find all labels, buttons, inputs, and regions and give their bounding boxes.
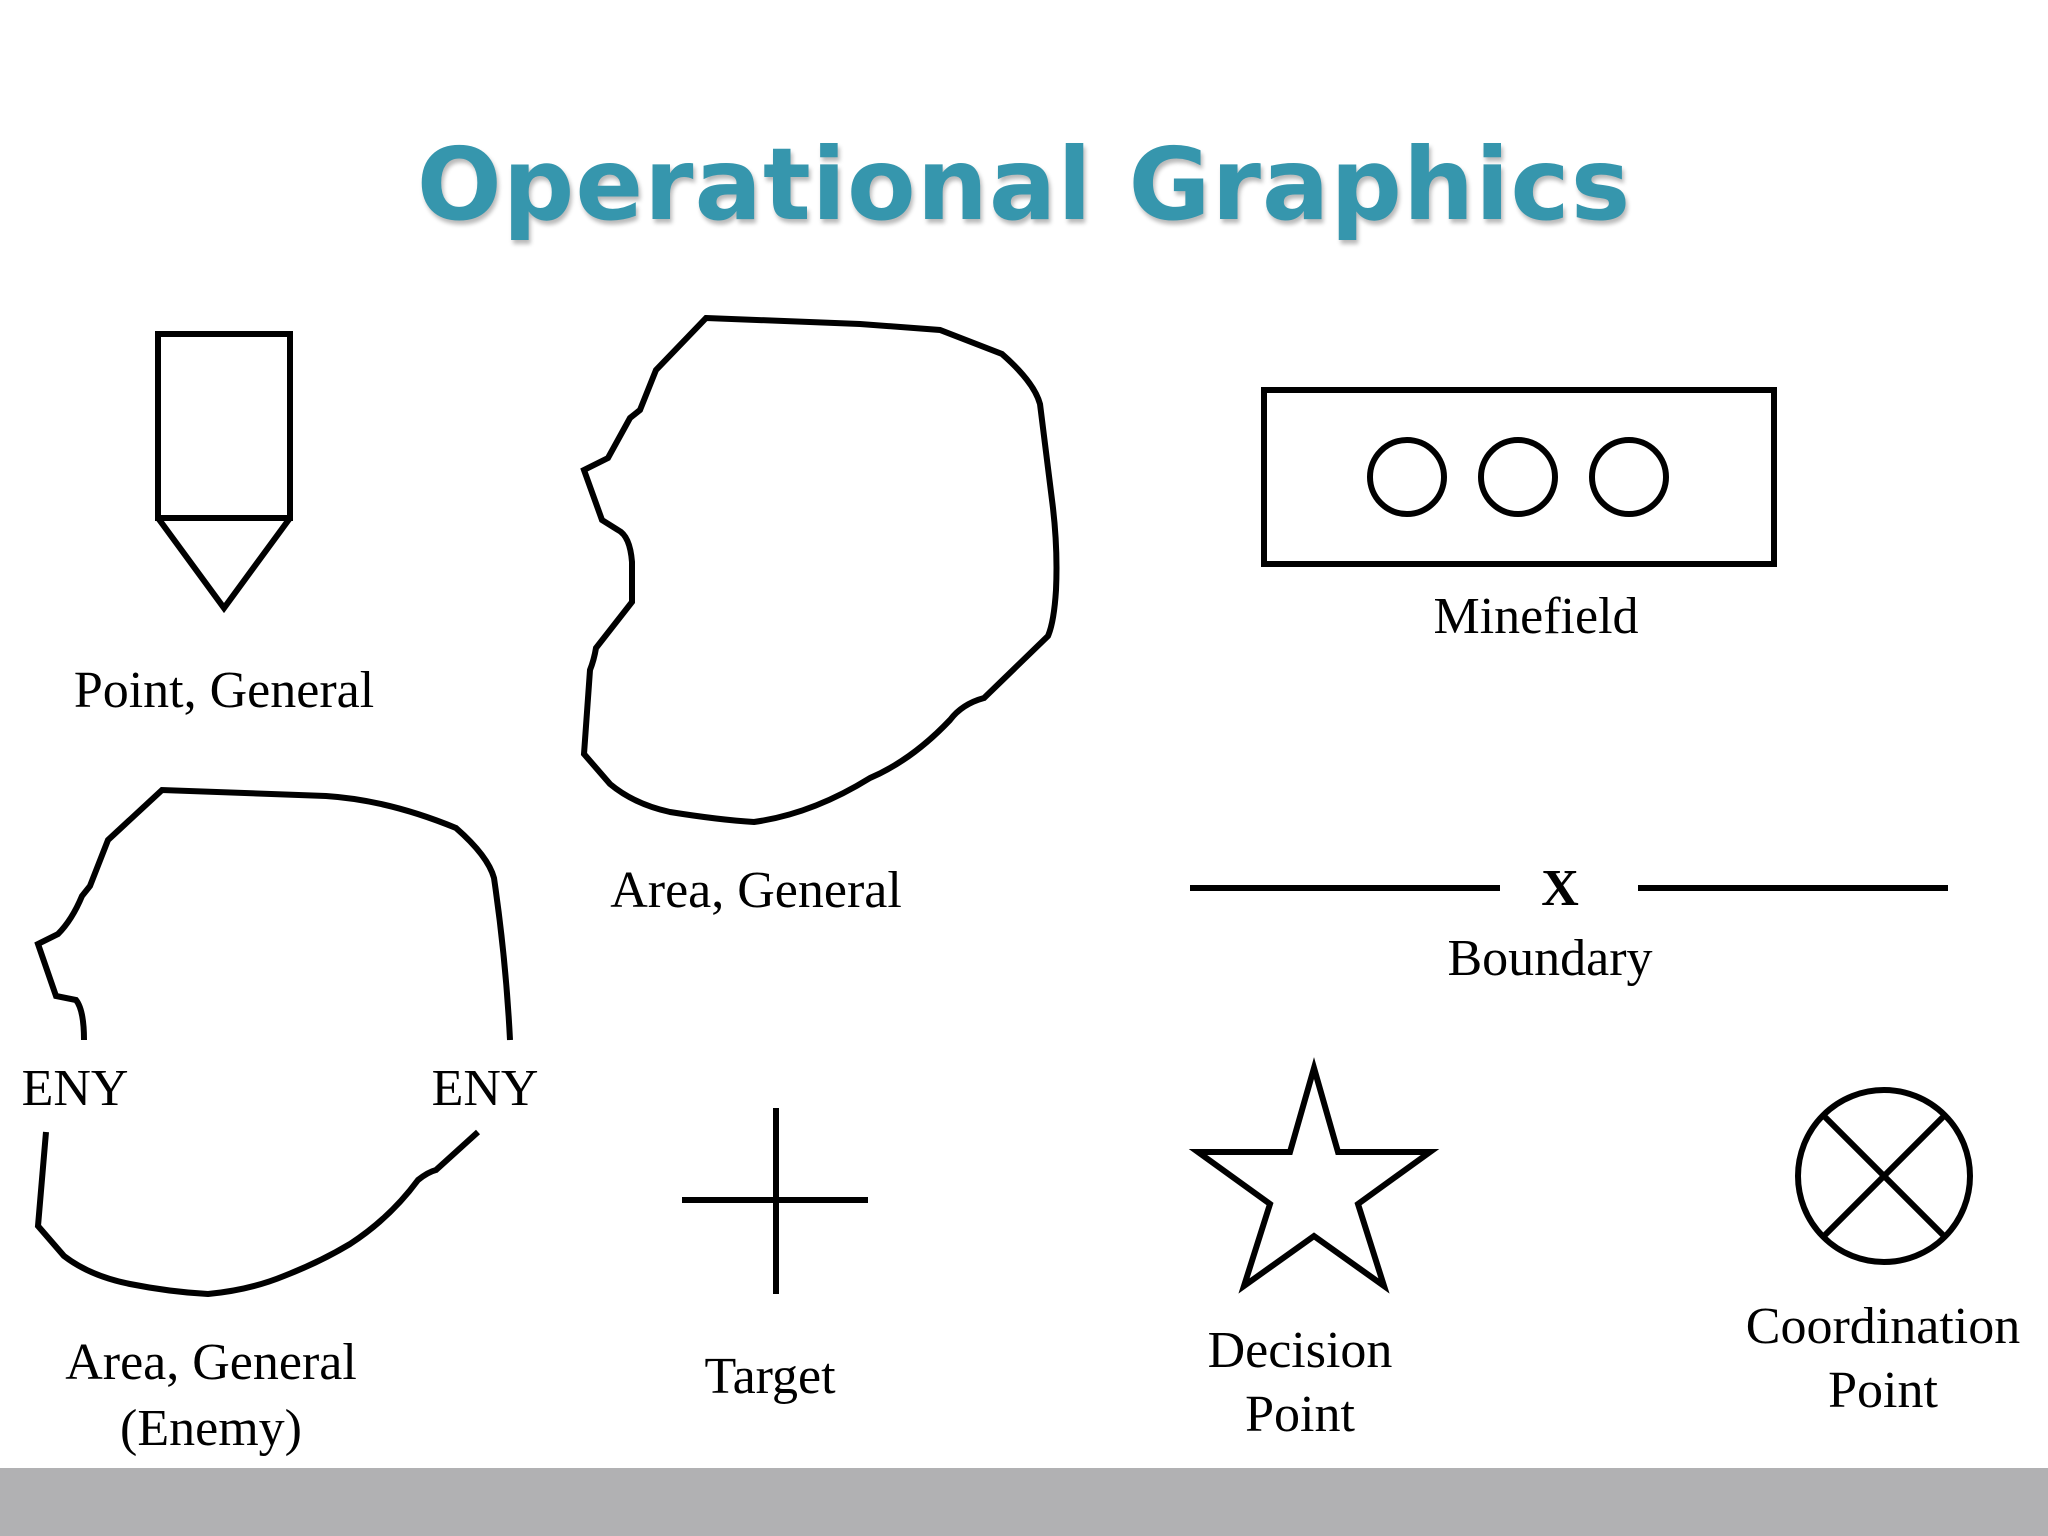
symbols-canvas (34, 314, 1973, 1298)
target-label: Target (704, 1348, 836, 1405)
area-enemy-label-line2: (Enemy) (120, 1400, 302, 1457)
minefield-label: Minefield (1433, 588, 1639, 645)
minefield-symbol (1261, 387, 1777, 567)
boundary-x-marker: X (1541, 860, 1579, 917)
point-general-label: Point, General (73, 662, 375, 719)
coordination-point-label-line2: Point (1828, 1362, 1938, 1419)
area-enemy-symbol-upper (34, 786, 513, 1041)
target-symbol (682, 1108, 868, 1294)
point-general-symbol (155, 331, 293, 614)
decision-point-symbol (1188, 1057, 1440, 1294)
slide: Operational Graphics (21, 126, 2021, 1457)
eny-label-left: ENY (21, 1060, 129, 1117)
eny-label-right: ENY (431, 1060, 539, 1117)
decision-point-label-line2: Point (1245, 1386, 1355, 1443)
coordination-point-label-line1: Coordination (1745, 1298, 2021, 1355)
area-enemy-symbol-lower (34, 1129, 481, 1298)
area-enemy-label-line1: Area, General (65, 1334, 357, 1391)
slide-title: Operational Graphics (416, 126, 1632, 243)
coordination-point-symbol (1795, 1087, 1973, 1265)
area-general-symbol (580, 314, 1060, 826)
boundary-label: Boundary (1447, 930, 1653, 987)
bottom-bar (0, 1468, 2048, 1536)
decision-point-label-line1: Decision (1207, 1322, 1393, 1379)
area-general-label: Area, General (610, 862, 902, 919)
